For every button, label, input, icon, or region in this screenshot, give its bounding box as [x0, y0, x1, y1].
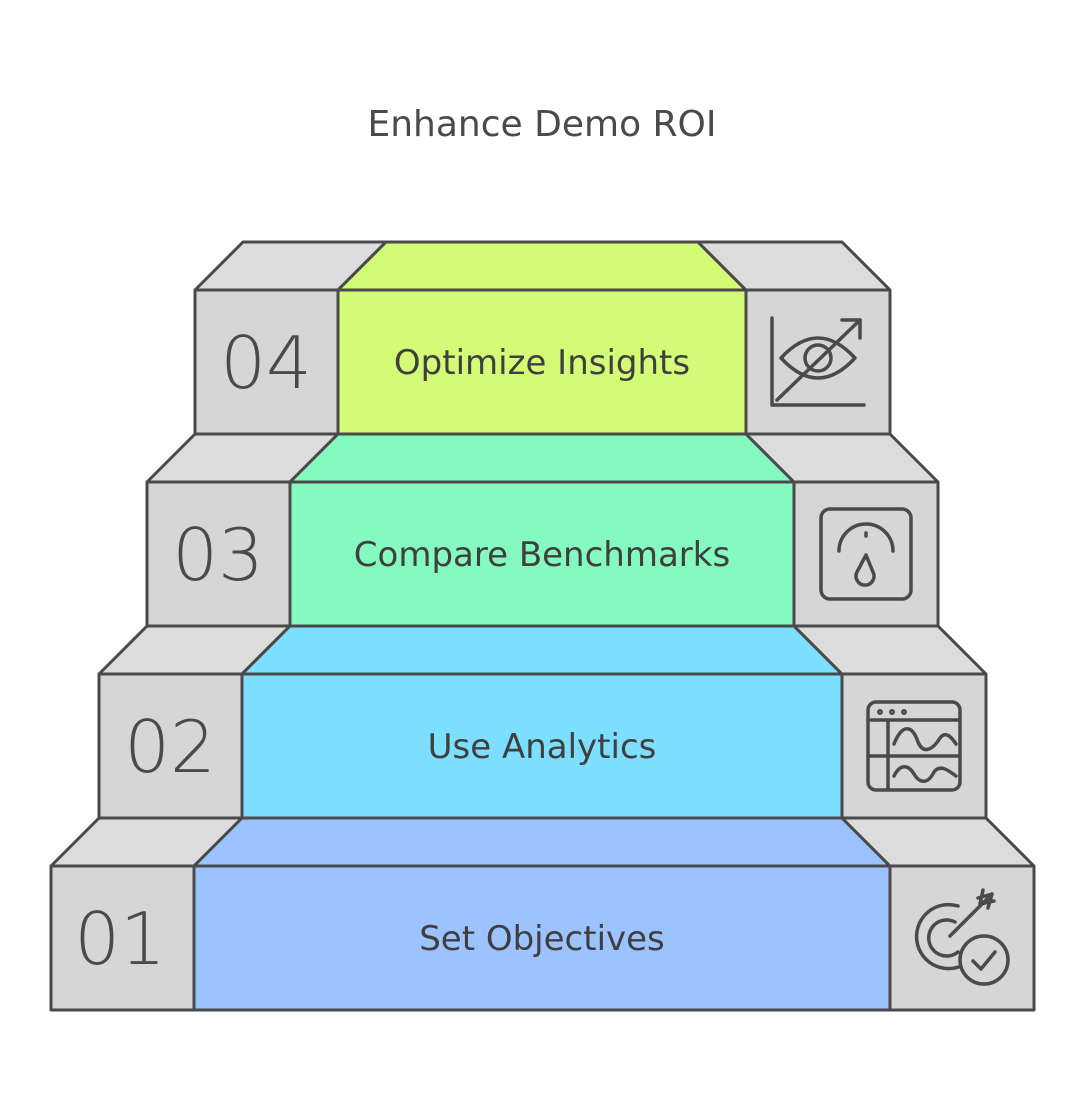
step-01-icon-block	[888, 864, 1036, 1012]
step-03-label: Compare Benchmarks	[354, 535, 730, 575]
step-02: 02 Use Analytics	[97, 624, 988, 820]
diagram-title: Enhance Demo ROI	[367, 104, 716, 145]
step-04-number-block	[193, 288, 340, 436]
step-01-label-block	[192, 864, 892, 1012]
step-01-number: 01	[74, 897, 166, 981]
eye-growth-icon	[770, 316, 866, 407]
step-02-icon-block	[840, 672, 988, 820]
step-02-label: Use Analytics	[428, 727, 657, 767]
step-01: 01 Set Objectives	[49, 816, 1036, 1012]
step-01-number-block	[49, 864, 196, 1012]
step-01-center-top	[192, 816, 892, 868]
step-04-number: 04	[220, 321, 312, 405]
step-03-center-top	[288, 432, 796, 484]
step-04-label: Optimize Insights	[394, 343, 690, 383]
step-03-label-block	[288, 480, 796, 628]
step-02-center-top	[240, 624, 844, 676]
target-check-icon	[914, 888, 1010, 986]
step-03-number: 03	[172, 513, 264, 597]
gauge-icon	[819, 507, 913, 601]
step-04-center-top	[336, 240, 748, 292]
step-02-number: 02	[124, 705, 216, 789]
analytics-window-icon	[866, 700, 962, 792]
step-01-label: Set Objectives	[419, 919, 665, 959]
step-03: 03 Compare Benchmarks	[145, 432, 940, 628]
step-02-number-block	[97, 672, 244, 820]
step-04: 04 Optimize Insights	[193, 240, 892, 436]
